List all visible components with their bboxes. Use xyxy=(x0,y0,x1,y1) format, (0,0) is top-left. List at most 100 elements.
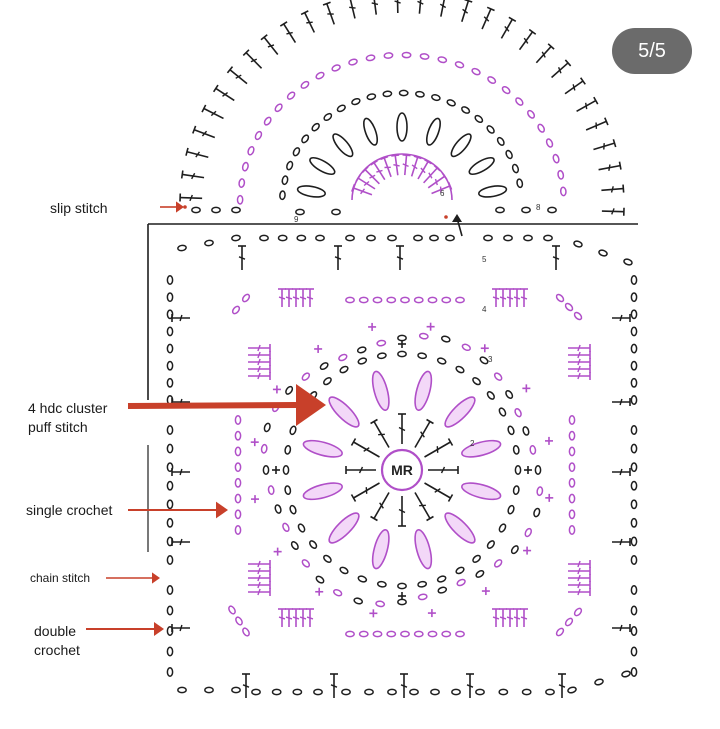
chain-oval xyxy=(235,479,240,487)
chain-oval xyxy=(418,581,427,588)
chain-oval xyxy=(437,357,447,365)
round-marker: 9 xyxy=(294,215,299,224)
chain-oval xyxy=(631,463,636,471)
single-crochet-cross xyxy=(523,547,531,555)
double-crochet-symbol xyxy=(558,674,566,698)
chain-oval xyxy=(415,297,423,302)
chain-oval xyxy=(231,305,240,315)
chain-oval xyxy=(631,537,636,545)
chain-oval xyxy=(530,445,536,454)
chain-oval xyxy=(402,52,411,57)
chain-oval xyxy=(235,463,240,471)
double-crochet-symbol xyxy=(423,480,453,502)
chain-oval xyxy=(573,607,582,617)
double-crochet-symbol xyxy=(549,60,571,81)
round-marker: 4 xyxy=(482,305,487,314)
chain-oval xyxy=(300,80,310,89)
double-crochet-symbol xyxy=(248,567,270,575)
chain-oval xyxy=(524,235,532,240)
chain-oval xyxy=(484,235,492,240)
chain-oval xyxy=(631,556,636,564)
hdc-cluster-petal xyxy=(412,528,435,570)
chain-oval xyxy=(278,235,286,240)
double-crochet-symbol xyxy=(601,185,624,195)
chain-oval xyxy=(367,93,376,100)
chain-oval xyxy=(415,91,424,97)
double-crochet-symbol xyxy=(401,155,411,176)
chain-oval xyxy=(522,207,530,212)
single-crochet-cross xyxy=(398,592,406,600)
chain-oval xyxy=(384,53,393,59)
chain-oval xyxy=(333,588,343,596)
chain-oval xyxy=(522,426,530,436)
chain-oval xyxy=(388,689,396,694)
chain-oval xyxy=(567,686,577,693)
hdc-cluster-petal xyxy=(478,184,507,199)
chain-oval xyxy=(308,540,317,550)
double-crochet-symbol xyxy=(602,207,624,216)
double-crochet-symbol xyxy=(492,289,500,307)
chain-oval xyxy=(533,508,541,518)
chain-oval xyxy=(297,235,305,240)
chain-oval xyxy=(346,235,354,240)
chain-oval xyxy=(204,240,213,247)
chain-oval xyxy=(420,53,429,59)
double-crochet-symbol xyxy=(172,538,190,546)
chain-oval xyxy=(167,519,172,527)
chain-oval xyxy=(285,385,294,395)
chain-oval xyxy=(573,311,583,321)
double-crochet-symbol xyxy=(398,496,406,526)
chain-oval xyxy=(418,352,427,359)
double-crochet-symbol xyxy=(248,351,270,359)
chain-oval xyxy=(286,161,294,171)
double-crochet-symbol xyxy=(412,491,434,521)
double-crochet-symbol xyxy=(563,78,586,97)
double-crochet-symbol xyxy=(352,439,382,461)
double-crochet-symbol xyxy=(248,372,270,380)
chain-oval xyxy=(228,605,237,615)
chain-oval xyxy=(474,114,484,123)
chain-oval xyxy=(569,510,574,518)
page-indicator-badge[interactable]: 5/5 xyxy=(612,28,692,74)
chain-oval xyxy=(487,76,497,85)
hdc-cluster-petal xyxy=(330,131,356,159)
chain-oval xyxy=(232,207,240,212)
double-crochet-symbol xyxy=(172,624,190,632)
chain-oval xyxy=(438,56,447,63)
chain-oval xyxy=(507,425,515,435)
double-crochet-symbol xyxy=(238,246,246,270)
chain-oval xyxy=(346,631,354,636)
chain-oval xyxy=(456,631,464,636)
chain-oval xyxy=(268,486,274,495)
chain-oval xyxy=(282,522,290,532)
double-crochet-symbol xyxy=(400,674,408,698)
chain-oval xyxy=(455,61,465,69)
round-marker: 3 xyxy=(488,355,493,364)
chain-oval xyxy=(314,689,322,694)
chain-oval xyxy=(631,379,636,387)
chain-oval xyxy=(167,362,172,370)
double-crochet-symbol xyxy=(352,480,382,502)
chain-oval xyxy=(631,362,636,370)
chain-oval xyxy=(177,245,186,252)
chain-oval xyxy=(569,432,574,440)
double-crochet-symbol xyxy=(568,581,590,589)
chain-oval xyxy=(546,689,554,694)
double-crochet-symbol xyxy=(568,344,590,352)
chain-oval xyxy=(557,170,564,179)
chain-oval xyxy=(377,340,386,346)
single-crochet-cross xyxy=(251,495,259,503)
double-crochet-symbol xyxy=(186,148,209,161)
chain-oval xyxy=(631,586,636,594)
chain-oval xyxy=(623,258,633,266)
chain-oval xyxy=(446,99,456,107)
chain-oval xyxy=(387,631,395,636)
chain-oval xyxy=(631,647,636,655)
double-crochet-symbol xyxy=(506,289,514,307)
double-crochet-symbol xyxy=(292,609,300,627)
chain-oval xyxy=(398,583,406,588)
label-puff-stitch: puff stitch xyxy=(28,417,88,437)
single-crochet-cross xyxy=(273,385,281,393)
